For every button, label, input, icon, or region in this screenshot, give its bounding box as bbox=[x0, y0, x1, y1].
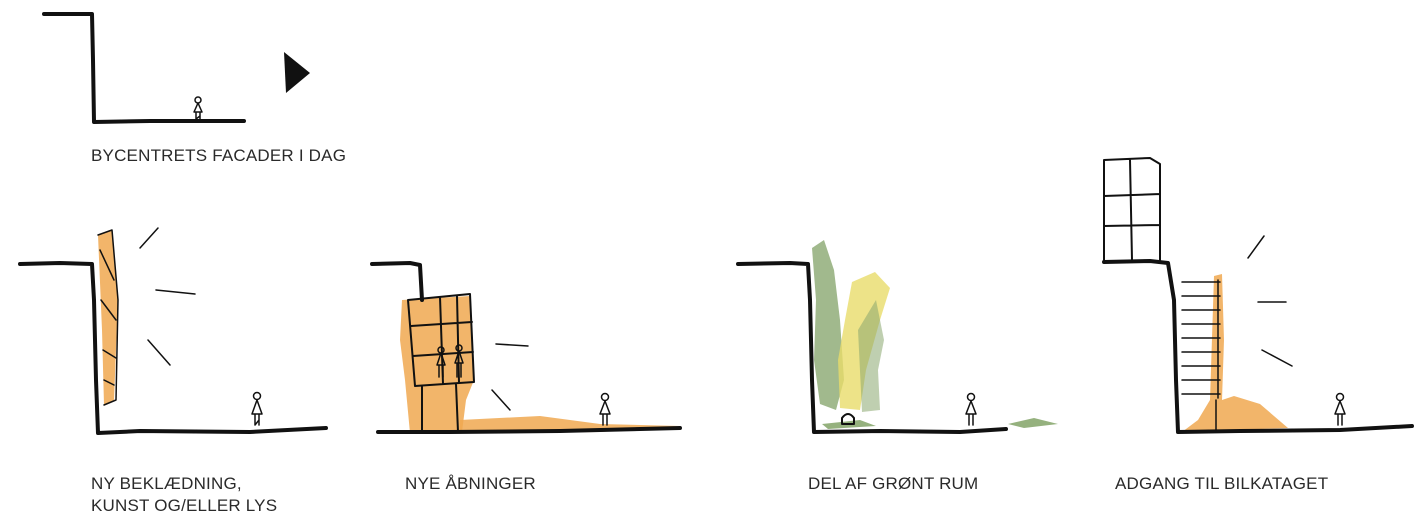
section-outline-cladding bbox=[18, 261, 328, 435]
arrow-icon bbox=[284, 52, 310, 93]
cladding-pattern bbox=[97, 229, 119, 406]
panel-openings bbox=[370, 261, 682, 434]
caption-text: NYE ÅBNINGER bbox=[405, 474, 536, 493]
person-figure bbox=[454, 344, 464, 378]
caption-text: ADGANG TIL BILKATAGET bbox=[1115, 474, 1329, 493]
light-rays bbox=[491, 343, 529, 411]
green-tree bbox=[858, 300, 884, 412]
panel-green bbox=[736, 240, 1058, 434]
light-rays bbox=[1247, 235, 1293, 367]
staircase bbox=[1181, 279, 1221, 431]
caption-green: DEL AF GRØNT RUM bbox=[808, 473, 978, 495]
ground-plants bbox=[822, 418, 1058, 429]
panel-facades-today bbox=[42, 12, 310, 124]
section-outline-today bbox=[42, 12, 246, 124]
green-foliage bbox=[812, 240, 844, 410]
person-figure bbox=[599, 392, 611, 426]
person-figure bbox=[436, 346, 446, 378]
cladding-fill bbox=[98, 230, 118, 405]
parking-structure bbox=[1103, 157, 1161, 261]
person-figure bbox=[965, 392, 977, 426]
caption-text: DEL AF GRØNT RUM bbox=[808, 474, 979, 493]
light-rays bbox=[139, 227, 196, 366]
section-outline-access bbox=[1102, 259, 1414, 434]
person-figure bbox=[193, 96, 203, 120]
section-outline-green bbox=[736, 261, 1008, 434]
caption-text: BYCENTRETS FACADER I DAG bbox=[91, 146, 347, 165]
caption-facades-today: BYCENTRETS FACADER I DAG bbox=[91, 145, 346, 167]
caption-line-1: NY BEKLÆDNING, bbox=[91, 474, 242, 493]
person-figure bbox=[251, 391, 263, 426]
section-outline-openings bbox=[370, 261, 682, 434]
person-figure bbox=[1334, 392, 1346, 426]
caption-openings: NYE ÅBNINGER bbox=[405, 473, 536, 495]
caption-line-2: KUNST OG/ELLER LYS bbox=[91, 496, 278, 515]
bench-icon bbox=[841, 413, 855, 425]
panel-access bbox=[1102, 157, 1414, 434]
caption-cladding: NY BEKLÆDNING, KUNST OG/ELLER LYS bbox=[91, 473, 277, 517]
caption-access: ADGANG TIL BILKATAGET bbox=[1115, 473, 1328, 495]
stair-fill bbox=[1182, 274, 1288, 432]
panel-cladding bbox=[18, 227, 328, 435]
window-frame bbox=[407, 293, 475, 433]
